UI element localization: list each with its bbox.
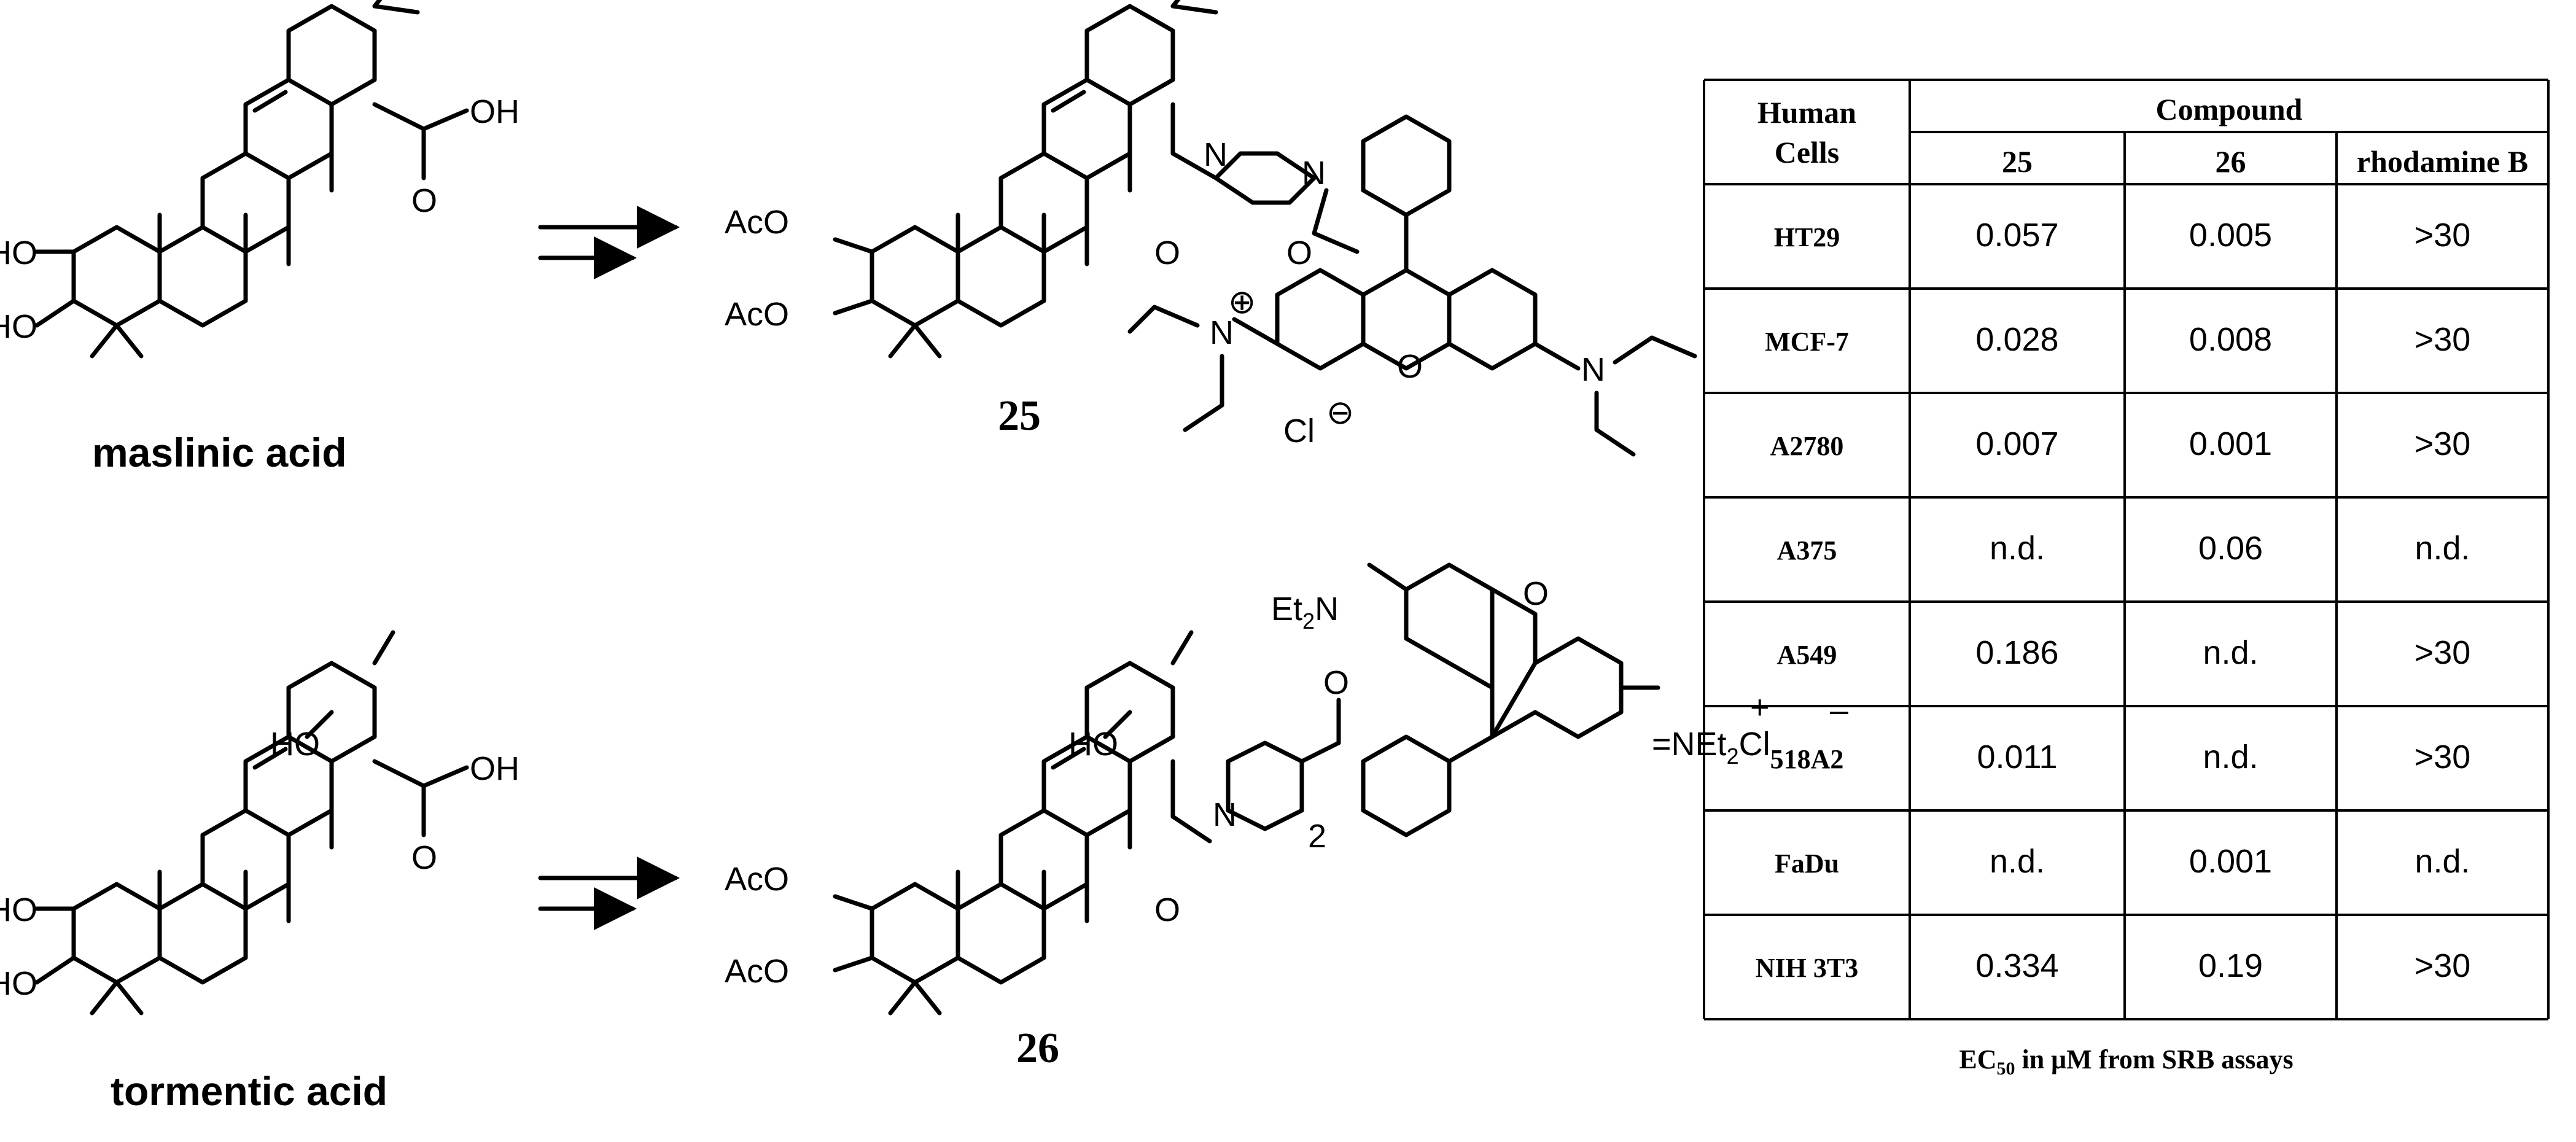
ec50-value: 0.057 <box>1975 217 2058 254</box>
ec50-value: 0.001 <box>2189 425 2272 462</box>
oh-label: OH <box>470 93 519 130</box>
ec50-value: 0.06 <box>2198 530 2263 567</box>
header-cells: Cells <box>1775 135 1840 169</box>
maslinic-acid-structure: OH O HO HO <box>0 0 519 356</box>
tormentic-acid-label: tormentic acid <box>111 1068 387 1114</box>
header-compound: Compound <box>2156 92 2303 126</box>
ec50-value: 0.19 <box>2198 947 2263 984</box>
cell-line-label: 518A2 <box>1770 744 1844 774</box>
ho-19-label-26: HO <box>1068 726 1118 763</box>
ho-3-label: HO <box>0 308 37 345</box>
ec50-value: n.d. <box>2203 634 2258 671</box>
cell-line-label: NIH 3T3 <box>1756 953 1858 983</box>
o-xanthene: O <box>1397 348 1423 385</box>
column-header: 26 <box>2216 144 2246 179</box>
table-caption: EC50 in μM from SRB assays <box>1959 1044 2293 1079</box>
iminium-label: =NEt2Cl <box>1652 726 1770 769</box>
cell-line-label: MCF-7 <box>1765 327 1849 357</box>
aco-3-label: AcO <box>725 296 789 333</box>
ec50-value: n.d. <box>2203 739 2258 775</box>
cell-line-label: A2780 <box>1770 431 1844 461</box>
ec50-value: >30 <box>2415 425 2471 462</box>
ec50-value: 0.186 <box>1975 634 2058 671</box>
ho-19-label: HO <box>270 726 320 763</box>
header-human: Human <box>1757 95 1856 130</box>
ec50-value: 0.334 <box>1975 947 2058 984</box>
compound-25-structure: O N N O O N ⊕ N Cl ⊖ AcO AcO <box>725 0 1697 457</box>
ec50-value: >30 <box>2415 739 2471 775</box>
cell-line-label: A549 <box>1777 640 1837 670</box>
plus-charge: ⊕ <box>1228 284 1256 320</box>
n-right-label: N <box>1581 351 1605 388</box>
compound-26-structure: HO O N 2 O O Et2N =NEt2Cl + – AcO AcO <box>725 562 1848 1013</box>
maslinic-acid-label: maslinic acid <box>92 430 347 475</box>
n-plus-label: N <box>1210 314 1234 351</box>
cell-line-label: A375 <box>1777 535 1837 565</box>
column-header: rhodamine B <box>2357 144 2528 179</box>
ho-2-label-2: HO <box>0 891 37 928</box>
compound-26-number: 26 <box>1016 1025 1059 1072</box>
ec50-value: >30 <box>2415 217 2471 254</box>
ec50-value: >30 <box>2415 321 2471 358</box>
cell-line-label: HT29 <box>1774 222 1840 252</box>
ho-3-label-2: HO <box>0 965 37 1002</box>
compound-25-number: 25 <box>998 392 1041 440</box>
o-label: O <box>411 182 437 219</box>
ec50-value: n.d. <box>1990 843 2045 880</box>
et2n-top-label: Et2N <box>1271 591 1339 634</box>
ec50-value: n.d. <box>2415 843 2470 880</box>
n1-label: N <box>1204 136 1228 173</box>
ec50-value: >30 <box>2415 634 2471 671</box>
ethylene-sub: 2 <box>1308 818 1326 855</box>
aco-3-label-26: AcO <box>725 953 789 990</box>
cell-line-label: FaDu <box>1775 849 1839 879</box>
ec50-value: n.d. <box>2415 530 2470 567</box>
ec50-value: 0.001 <box>2189 843 2272 880</box>
minus-26: – <box>1830 692 1848 729</box>
aco-2-label: AcO <box>725 204 789 241</box>
ec50-value: 0.008 <box>2189 321 2272 358</box>
ec50-value: 0.011 <box>1977 739 2057 775</box>
column-header: 25 <box>2002 144 2033 179</box>
o-xanthene-26: O <box>1523 575 1549 612</box>
oh-label-2: OH <box>470 750 519 787</box>
ho-2-label: HO <box>0 235 37 271</box>
ec50-value: >30 <box>2415 947 2471 984</box>
o-25-amide: O <box>1286 235 1312 271</box>
o-25-carbonyl: O <box>1154 235 1180 271</box>
ec50-value: n.d. <box>1990 530 2045 567</box>
ec50-value: 0.007 <box>1975 425 2058 462</box>
chloride-label: Cl <box>1283 413 1315 449</box>
n2-label: N <box>1302 155 1326 192</box>
minus-charge: ⊖ <box>1326 394 1354 431</box>
o-26-amide: O <box>1154 891 1180 928</box>
aco-2-label-26: AcO <box>725 861 789 898</box>
ec50-value: 0.005 <box>2189 217 2272 254</box>
o-label-2: O <box>411 839 437 876</box>
tormentic-acid-structure: HO OH O HO HO <box>0 630 519 1013</box>
ec50-value: 0.028 <box>1975 321 2058 358</box>
o-26-amide2: O <box>1323 664 1349 701</box>
